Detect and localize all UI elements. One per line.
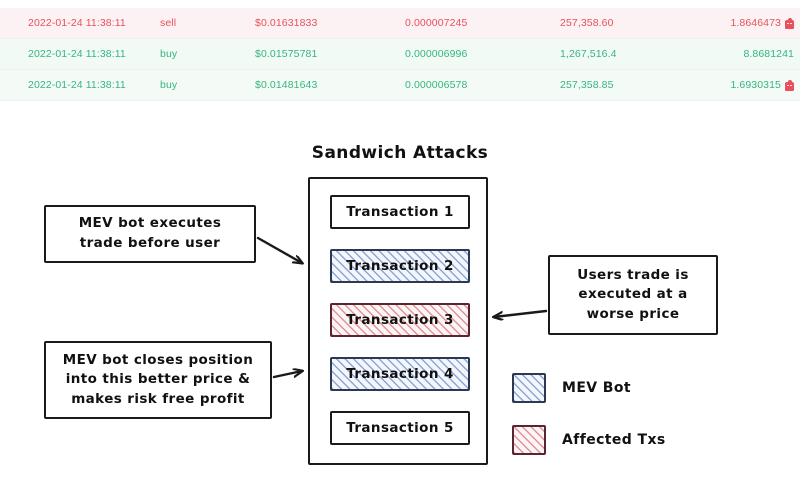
cell-value: 8.8681241 [710,48,800,60]
callout-line: Users trade is [577,266,689,283]
cell-value-text: 8.8681241 [743,48,794,60]
cell-side: sell [160,17,177,29]
cell-value-text: 1.8646473 [730,17,781,29]
table-row[interactable]: 2022-01-24 11:38:11 sell $0.01631833 0.0… [0,8,800,39]
callout-line: trade before user [79,235,221,251]
legend-label: Affected Txs [562,432,666,448]
legend-item-affected-txs: Affected Txs [512,425,712,455]
legend-swatch-red-hatch [512,425,546,455]
transaction-box-5: Transaction 5 [330,411,470,445]
legend-label: MEV Bot [562,380,631,396]
mev-bot-icon [785,17,794,29]
cell-value: 1.6930315 [710,79,800,91]
mev-bot-icon [785,79,794,91]
transaction-box-4: Transaction 4 [330,357,470,391]
diagram-title: Sandwich Attacks [311,143,489,163]
cell-price: $0.01481643 [255,79,318,91]
arrow-user-trade [494,309,548,317]
transaction-box-1: Transaction 1 [330,195,470,229]
cell-total: 257,358.60 [560,17,614,29]
callout-mev-bot-front-run: MEV bot executes trade before user [44,205,256,263]
transaction-box-3: Transaction 3 [330,303,470,337]
legend-item-mev-bot: MEV Bot [512,373,712,403]
callout-line: MEV bot closes position [62,351,254,368]
trade-table: 2022-01-24 11:38:11 sell $0.01631833 0.0… [0,8,800,101]
cell-time: 2022-01-24 11:38:11 [28,17,126,29]
cell-total: 257,358.85 [560,79,614,91]
callout-line: into this better price & [65,371,251,388]
cell-value: 1.8646473 [710,17,800,29]
callout-line: executed at a [578,286,688,303]
callout-mev-bot-back-run: MEV bot closes position into this better… [44,341,272,419]
transaction-box-2: Transaction 2 [330,249,470,283]
arrow-front-run [256,236,302,263]
cell-side: buy [160,48,178,60]
cell-side: buy [160,79,178,91]
cell-price: $0.01575781 [255,48,318,60]
cell-amount: 0.000006996 [405,48,468,60]
sandwich-attack-diagram: Sandwich Attacks Transaction 1 Transacti… [0,105,800,470]
table-row[interactable]: 2022-01-24 11:38:11 buy $0.01575781 0.00… [0,39,800,70]
cell-total: 1,267,516.4 [560,48,617,60]
table-row[interactable]: 2022-01-24 11:38:11 buy $0.01481643 0.00… [0,70,800,101]
cell-amount: 0.000007245 [405,17,468,29]
cell-price: $0.01631833 [255,17,318,29]
legend-swatch-blue-hatch [512,373,546,403]
callout-line: makes risk free profit [71,390,245,407]
cell-value-text: 1.6930315 [730,79,781,91]
diagram-legend: MEV Bot Affected Txs [512,373,712,477]
callout-line: worse price [586,305,680,322]
cell-time: 2022-01-24 11:38:11 [28,79,126,91]
callout-line: MEV bot executes [78,215,222,232]
cell-amount: 0.000006578 [405,79,468,91]
arrow-back-run [272,371,302,379]
transaction-block-container: Transaction 1 Transaction 2 Transaction … [308,177,488,465]
callout-user-worse-price: Users trade is executed at a worse price [548,255,718,335]
cell-time: 2022-01-24 11:38:11 [28,48,126,60]
